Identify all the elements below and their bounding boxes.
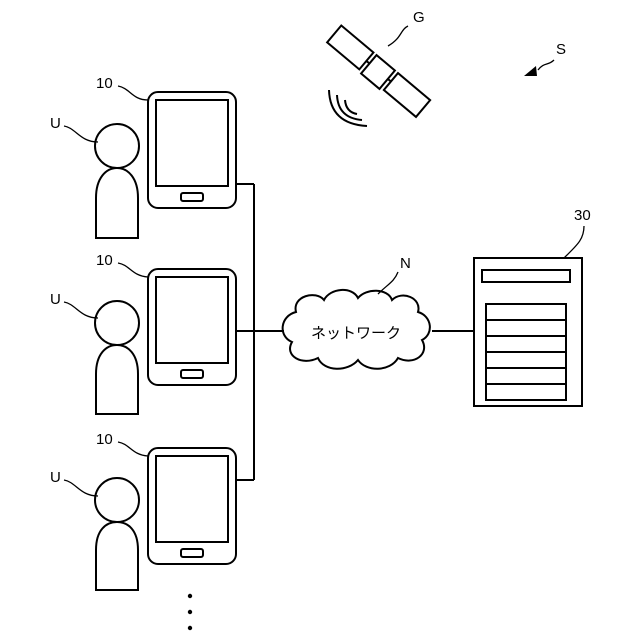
- server: 30: [474, 207, 591, 406]
- user-3-leader: [64, 480, 98, 496]
- user-1-body: [96, 168, 138, 238]
- server-leader: [564, 226, 584, 258]
- server-label: 30: [574, 207, 591, 224]
- terminal-3-body: [148, 448, 236, 564]
- network-ref-label: N: [400, 255, 411, 272]
- terminal-2-home-button: [181, 370, 203, 378]
- terminal-1-body: [148, 92, 236, 208]
- satellite-panel-left: [327, 26, 373, 70]
- satellite-label: G: [413, 9, 425, 26]
- satellite-leader: [388, 26, 408, 46]
- terminal-3-label: 10: [96, 431, 113, 448]
- terminal-2-leader: [118, 263, 148, 277]
- terminal-3-leader: [118, 442, 148, 456]
- user-1: U: [50, 115, 139, 238]
- terminal-3: 10: [96, 431, 236, 564]
- satellite-signal-wave-1: [345, 100, 357, 114]
- more-terminals-ellipsis: [188, 594, 192, 630]
- terminal-1-leader: [118, 86, 148, 100]
- terminal-1-label: 10: [96, 75, 113, 92]
- user-2-leader: [64, 302, 98, 318]
- user-3-head: [95, 478, 139, 522]
- terminal-2-screen: [156, 277, 228, 363]
- server-top-slot: [482, 270, 570, 282]
- satellite-panel-right: [384, 73, 430, 117]
- user-1-leader: [64, 126, 98, 142]
- system-leader: [538, 60, 554, 70]
- terminal-1-home-button: [181, 193, 203, 201]
- terminal-1-screen: [156, 100, 228, 186]
- terminal-2: 10: [96, 252, 236, 385]
- user-1-label: U: [50, 115, 61, 132]
- terminal-2-body: [148, 269, 236, 385]
- user-2-label: U: [50, 291, 61, 308]
- terminal-3-screen: [156, 456, 228, 542]
- user-3: U: [50, 469, 139, 590]
- user-2-body: [96, 345, 138, 414]
- system-arrow-icon: [524, 66, 537, 76]
- user-3-body: [96, 522, 138, 590]
- network-cloud: N ネットワーク: [283, 255, 430, 369]
- system-label: S: [556, 41, 566, 58]
- user-1-head: [95, 124, 139, 168]
- terminal-1: 10: [96, 75, 236, 208]
- terminal-3-home-button: [181, 549, 203, 557]
- user-3-label: U: [50, 469, 61, 486]
- user-2-head: [95, 301, 139, 345]
- terminal-2-label: 10: [96, 252, 113, 269]
- satellite: G: [326, 9, 430, 126]
- network-text: ネットワーク: [311, 324, 401, 342]
- user-2: U: [50, 291, 139, 414]
- system-label-group: S: [524, 41, 566, 76]
